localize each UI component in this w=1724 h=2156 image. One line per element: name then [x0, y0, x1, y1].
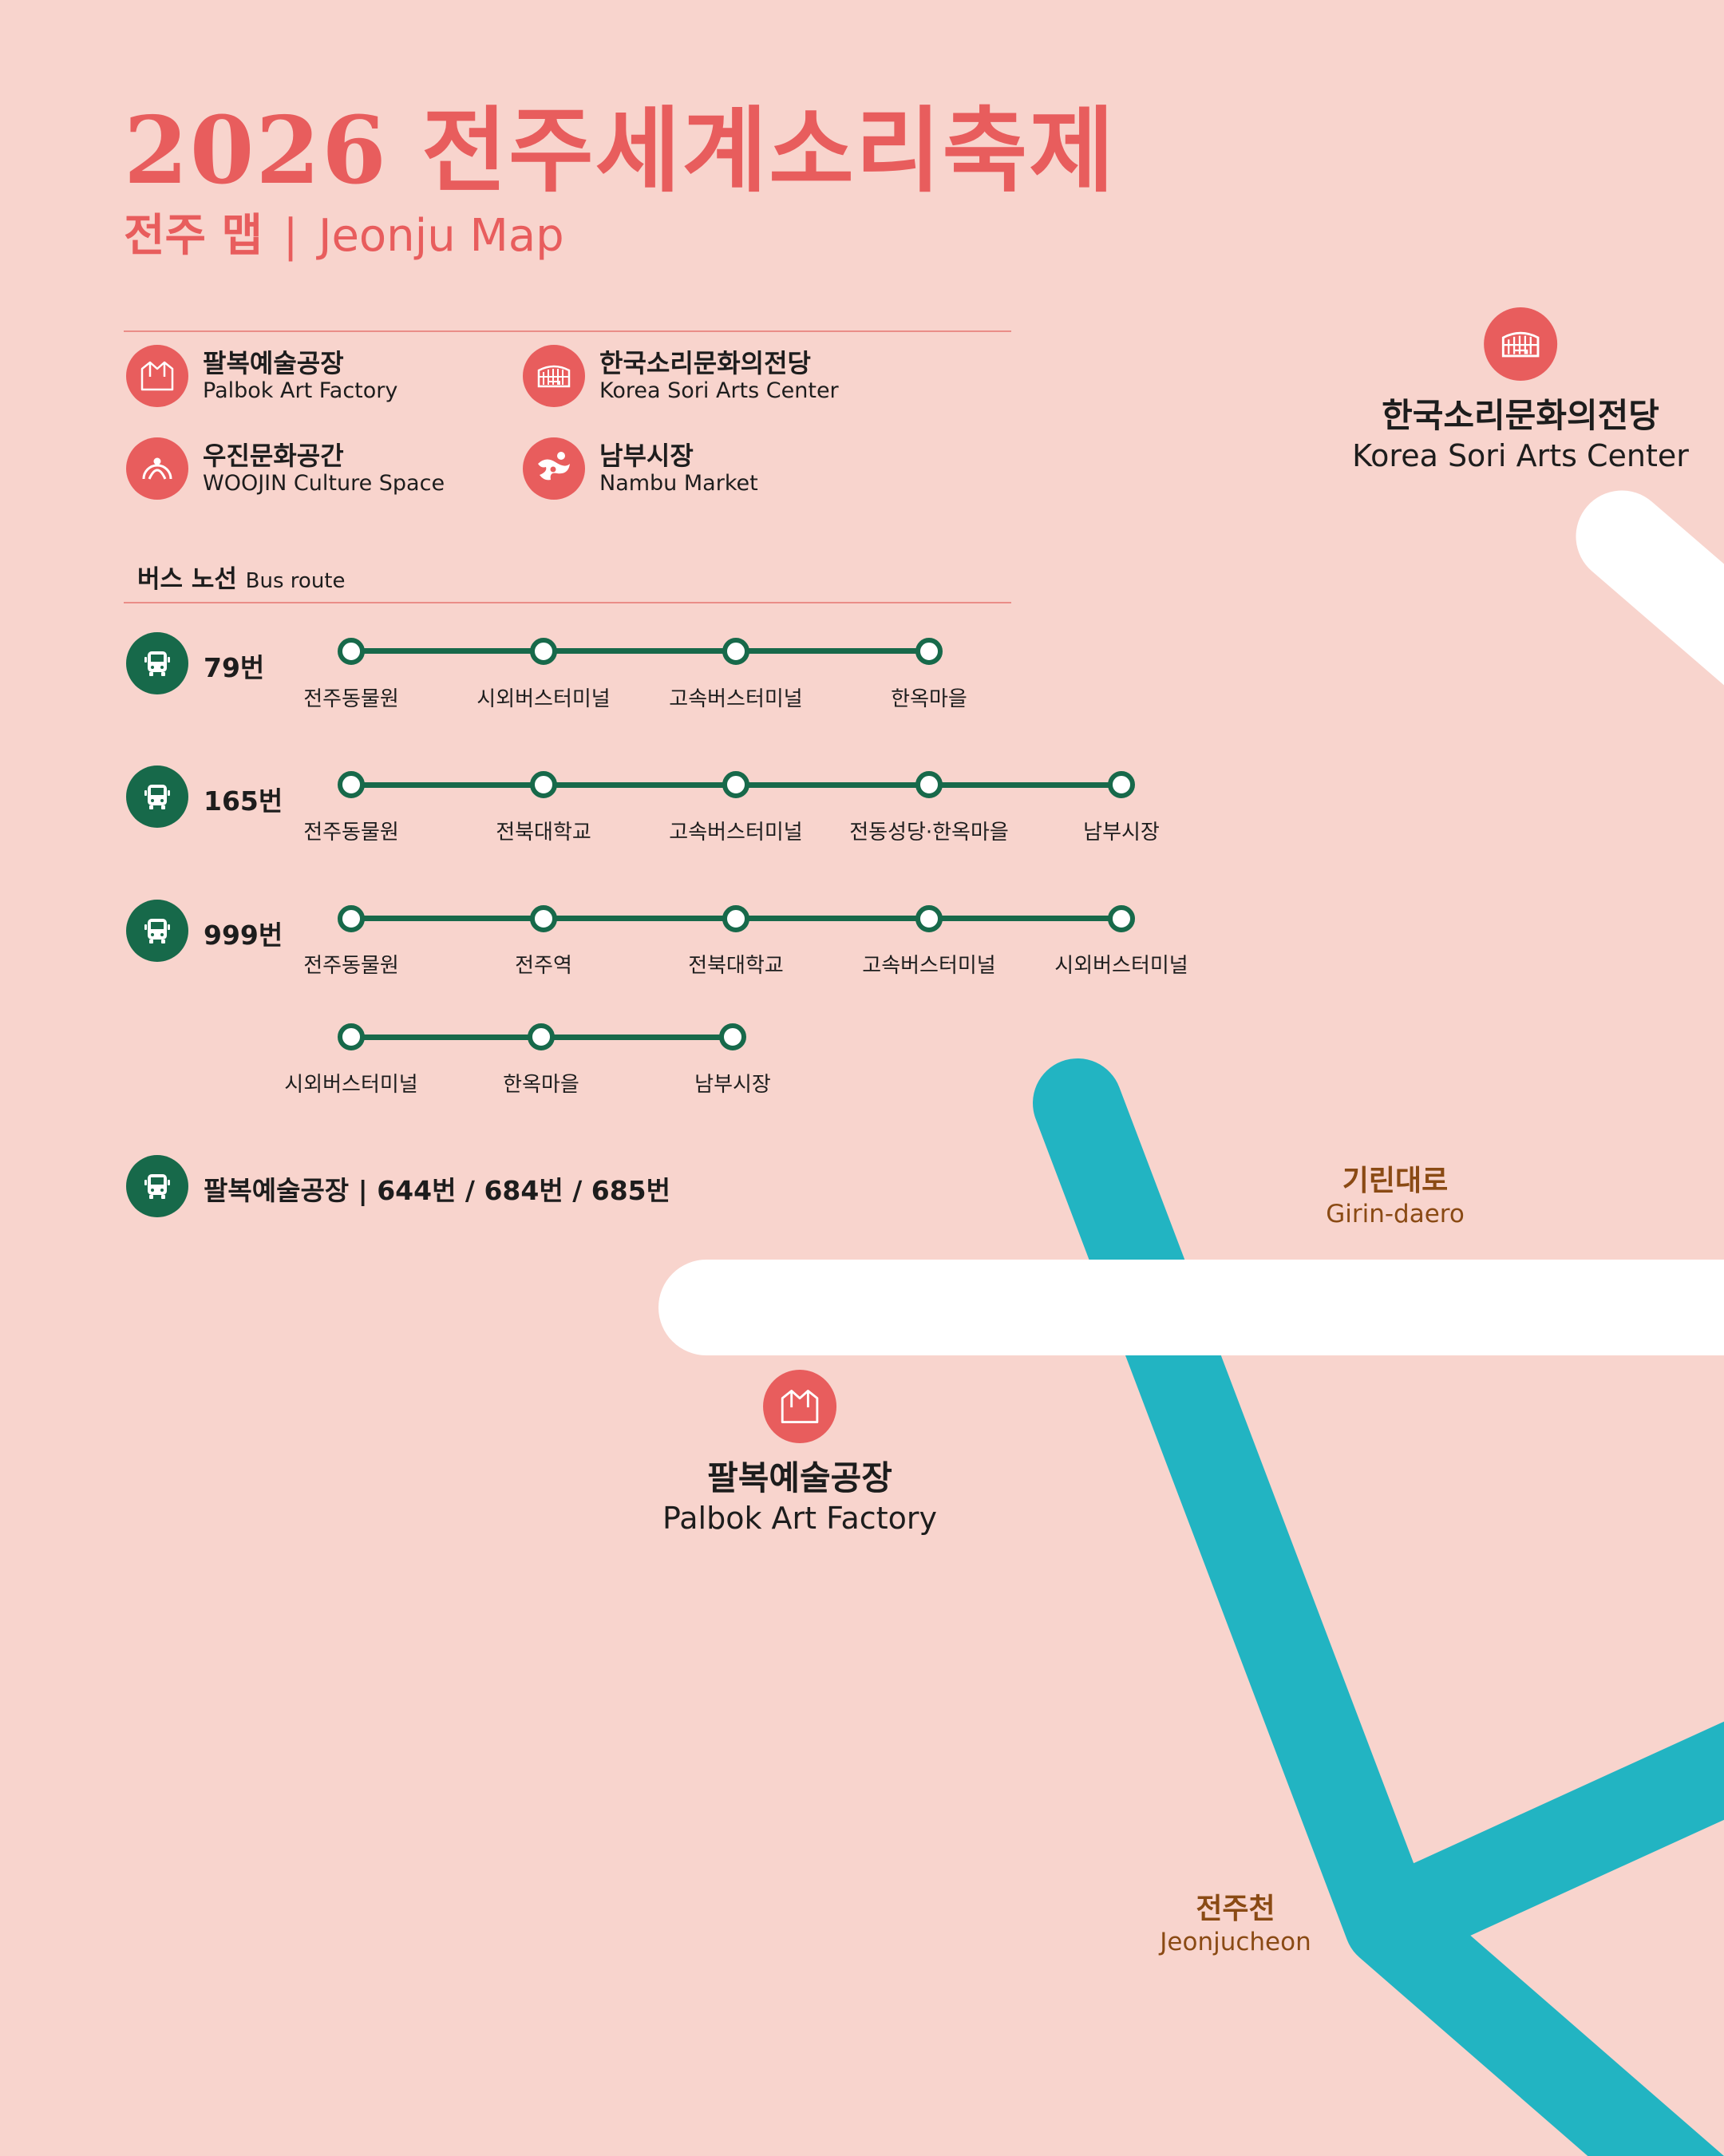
venue-sori-arts-center: 한국소리문화의전당 Korea Sori Arts Center — [1352, 307, 1689, 475]
stop-name: 남부시장 — [694, 1073, 771, 1097]
palbok-bus-routes: 팔복예술공장 | 644번 / 684번 / 685번 — [204, 1175, 670, 1206]
arena-icon — [1483, 307, 1557, 381]
river-label-jeonjucheon: 전주천 Jeonjucheon — [1160, 1892, 1311, 1957]
bus-icon — [126, 765, 188, 828]
road-ko: 기린대로 — [1342, 1165, 1449, 1197]
stop-name: 전주역 — [515, 954, 572, 978]
bus-route-title-ko: 버스 노선 — [137, 565, 237, 594]
page-title: 2026 전주세계소리축제 — [124, 97, 1116, 205]
bus-icon — [126, 1155, 188, 1217]
stop-dot — [719, 1023, 746, 1050]
legend-item-sori: 한국소리문화의전당 Korea Sori Arts Center — [523, 345, 839, 407]
route-label-165: 165번 — [204, 785, 283, 817]
road-label-girin-daero: 기린대로 Girin-daero — [1326, 1164, 1465, 1229]
legend-en: Nambu Market — [599, 471, 758, 496]
route-line-79 — [351, 648, 929, 654]
stop-name: 전주동물원 — [303, 821, 399, 845]
stop-dot — [915, 771, 943, 798]
stop-name: 한옥마을 — [503, 1073, 579, 1097]
stop-name: 시외버스터미널 — [1054, 954, 1188, 978]
legend-item-woojin: 우진문화공간 WOOJIN Culture Space — [126, 437, 445, 500]
stop-name: 전북대학교 — [688, 954, 784, 978]
legend-en: Korea Sori Arts Center — [599, 378, 839, 403]
stop-name: 시외버스터미널 — [476, 687, 611, 711]
bus-route-title-en: Bus route — [245, 569, 346, 593]
stop-dot — [722, 638, 749, 665]
stop-dot — [722, 905, 749, 932]
legend-ko: 한국소리문화의전당 — [599, 348, 811, 378]
legend-ko: 남부시장 — [599, 441, 694, 471]
page-subtitle: 전주 맵 | Jeonju Map — [124, 200, 564, 264]
market-logo-icon — [523, 437, 585, 500]
venue-en: Korea Sori Arts Center — [1352, 438, 1689, 473]
route-label-999: 999번 — [204, 920, 283, 951]
river-en: Jeonjucheon — [1160, 1928, 1311, 1956]
venue-en: Palbok Art Factory — [662, 1501, 937, 1536]
figure-icon — [126, 437, 188, 500]
stop-dot — [1108, 771, 1135, 798]
road-en: Girin-daero — [1326, 1200, 1465, 1228]
legend-ko: 팔복예술공장 — [203, 348, 344, 378]
legend-item-palbok: 팔복예술공장 Palbok Art Factory — [126, 345, 397, 407]
venue-ko: 한국소리문화의전당 — [1382, 396, 1659, 435]
bus-icon — [126, 632, 188, 694]
stop-name: 시외버스터미널 — [284, 1073, 418, 1097]
stop-name: 고속버스터미널 — [669, 821, 803, 845]
legend-item-nambu: 남부시장 Nambu Market — [523, 437, 758, 500]
stop-dot — [338, 638, 365, 665]
river-jeonjucheon — [1033, 1058, 1724, 2156]
subtitle-ko: 전주 맵 — [124, 210, 263, 262]
house-icon — [126, 345, 188, 407]
legend-divider — [124, 330, 1011, 332]
subtitle-separator: | — [283, 210, 299, 262]
stop-dot — [722, 771, 749, 798]
route-label-79: 79번 — [204, 652, 265, 683]
stop-name: 한옥마을 — [891, 687, 967, 711]
venue-ko: 팔복예술공장 — [707, 1458, 892, 1497]
subtitle-en: Jeonju Map — [318, 210, 564, 262]
stop-dot — [530, 638, 557, 665]
legend-ko: 우진문화공간 — [203, 441, 344, 471]
bus-icon — [126, 900, 188, 962]
house-icon — [762, 1370, 836, 1443]
legend-en: Palbok Art Factory — [203, 378, 398, 403]
stop-dot — [338, 1023, 365, 1050]
stop-name: 전주동물원 — [303, 687, 399, 711]
stop-name: 전북대학교 — [496, 821, 591, 845]
stop-dot — [915, 638, 943, 665]
stop-name: 고속버스터미널 — [862, 954, 996, 978]
legend-en: WOOJIN Culture Space — [203, 471, 445, 496]
stop-dot — [338, 905, 365, 932]
stop-dot — [530, 771, 557, 798]
arena-icon — [523, 345, 585, 407]
stop-name: 전주동물원 — [303, 954, 399, 978]
stop-dot — [338, 771, 365, 798]
stop-name: 전동성당·한옥마을 — [849, 821, 1009, 845]
bus-route-divider — [124, 602, 1011, 603]
stop-dot — [528, 1023, 555, 1050]
stop-name: 고속버스터미널 — [669, 687, 803, 711]
stop-dot — [1108, 905, 1135, 932]
bus-route-title: 버스 노선 Bus route — [137, 559, 346, 595]
stop-dot — [915, 905, 943, 932]
road-upper-right — [1576, 490, 1724, 686]
venue-palbok-art-factory: 팔복예술공장 Palbok Art Factory — [662, 1370, 937, 1537]
stop-name: 남부시장 — [1083, 821, 1160, 845]
stop-dot — [530, 905, 557, 932]
river-ko: 전주천 — [1196, 1893, 1275, 1925]
